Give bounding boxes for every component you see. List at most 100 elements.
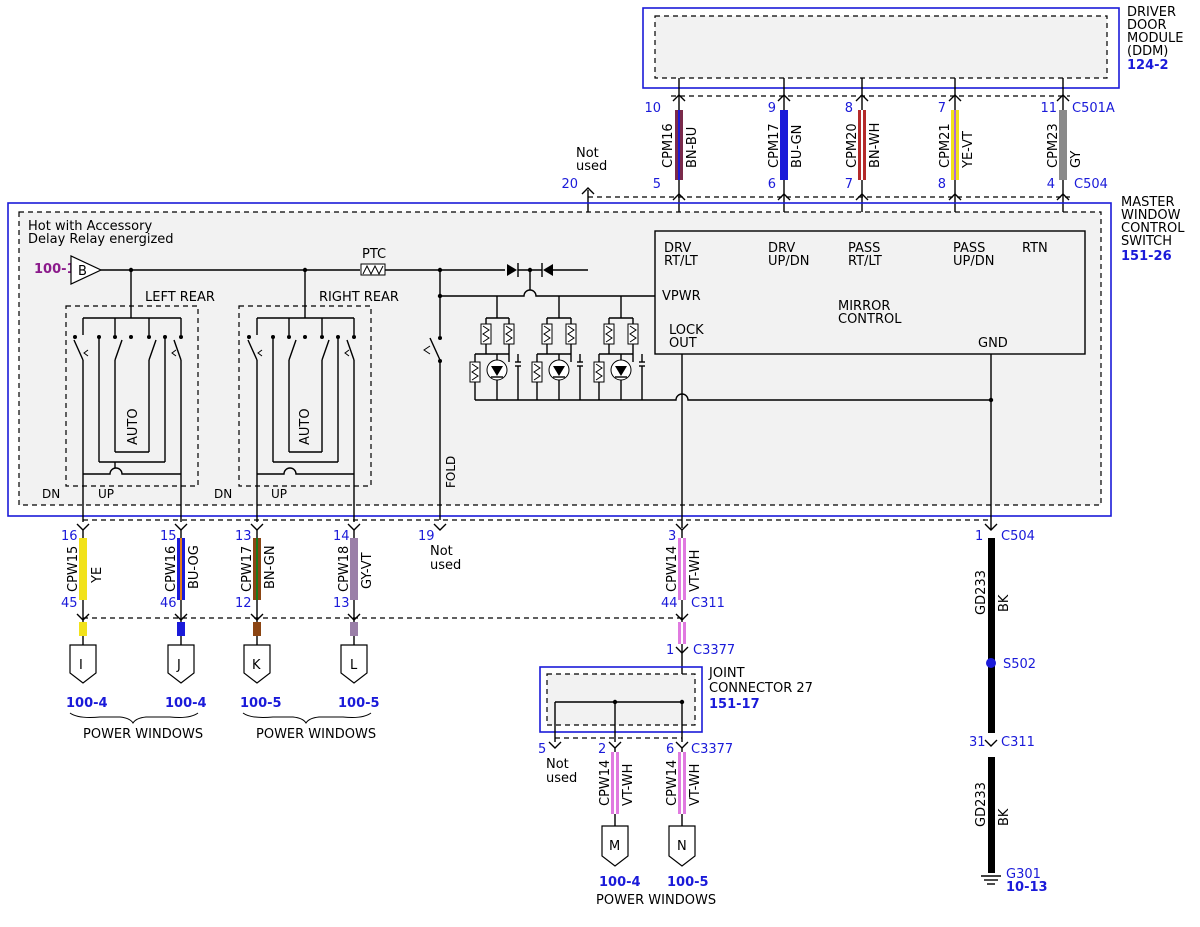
wire-cpw15: 16 45 CPW15 YE I 100-4 <box>61 529 108 711</box>
svg-text:45: 45 <box>61 596 78 611</box>
svg-text:PASS: PASS <box>953 241 985 256</box>
power-windows-brace-left: POWER WINDOWS <box>69 712 203 742</box>
svg-text:8: 8 <box>938 177 946 192</box>
svg-text:7: 7 <box>845 177 853 192</box>
svg-text:CPM20: CPM20 <box>845 123 860 168</box>
svg-text:I: I <box>79 658 83 673</box>
svg-text:CPW14: CPW14 <box>665 760 680 806</box>
svg-text:15: 15 <box>160 529 177 544</box>
svg-text:14: 14 <box>333 529 350 544</box>
svg-text:2: 2 <box>598 742 606 757</box>
svg-text:GY-VT: GY-VT <box>360 552 375 589</box>
svg-text:GND: GND <box>978 336 1008 351</box>
svg-text:CONTROL: CONTROL <box>838 312 902 327</box>
mirror-control-box: DRV RT/LT DRV UP/DN PASS RT/LT PASS UP/D… <box>654 230 1086 528</box>
svg-text:GD233: GD233 <box>974 570 989 615</box>
wire-cpw14-lock: 3 44 C311 CPW14 VT-WH 1 C3377 <box>661 529 735 700</box>
svg-text:4: 4 <box>1047 177 1055 192</box>
svg-text:CPW15: CPW15 <box>66 546 81 592</box>
svg-text:WINDOW: WINDOW <box>1121 208 1181 223</box>
svg-text:LEFT REAR: LEFT REAR <box>145 290 215 305</box>
svg-text:AUTO: AUTO <box>126 408 141 445</box>
svg-text:100-1: 100-1 <box>34 262 76 277</box>
not-used-20: 20 Not used <box>561 146 607 268</box>
svg-text:BN-GN: BN-GN <box>263 545 278 589</box>
svg-text:CONTROL: CONTROL <box>1121 221 1185 236</box>
mwcs-title: MASTER WINDOW CONTROL SWITCH 151-26 <box>1121 195 1185 264</box>
svg-text:MODULE: MODULE <box>1127 31 1183 46</box>
ddm-outer-box <box>642 7 1120 89</box>
svg-text:BU-GN: BU-GN <box>790 125 805 168</box>
wire-cpw14-n: 6 C3377 CPW14 VT-WH N 100-5 <box>665 742 733 890</box>
svg-text:RT/LT: RT/LT <box>664 254 698 269</box>
svg-text:CPW14: CPW14 <box>598 760 613 806</box>
svg-text:CONNECTOR 27: CONNECTOR 27 <box>709 681 813 696</box>
svg-text:31: 31 <box>969 735 986 750</box>
svg-text:44: 44 <box>661 596 678 611</box>
svg-text:(DDM): (DDM) <box>1127 44 1168 59</box>
mwcs-inner-box <box>18 211 1102 506</box>
svg-text:20: 20 <box>561 177 578 192</box>
svg-text:1: 1 <box>666 643 674 658</box>
wire-cpw18: 14 13 CPW18 GY-VT L 100-5 <box>333 529 380 711</box>
svg-text:BK: BK <box>997 808 1012 826</box>
svg-text:M: M <box>609 839 620 854</box>
svg-text:100-4: 100-4 <box>66 696 108 711</box>
ground-circuit: 1 C504 GD233 BK S502 31 C311 GD233 BK G3… <box>969 400 1048 895</box>
not-used-19: 19 Not used <box>418 529 461 573</box>
hot-label-2: Delay Relay energized <box>28 232 174 247</box>
svg-text:Not: Not <box>546 757 569 772</box>
mwcs-outer-box <box>7 202 1112 517</box>
ddm-wire-cpm16: 10 5 CPM16 BN-BU <box>644 78 700 230</box>
svg-text:VT-WH: VT-WH <box>688 550 703 592</box>
ptc-label: PTC <box>362 247 386 262</box>
svg-text:POWER WINDOWS: POWER WINDOWS <box>83 727 203 742</box>
svg-text:MIRROR: MIRROR <box>838 299 890 314</box>
mwcs-ref: 151-26 <box>1121 249 1172 264</box>
svg-text:100-5: 100-5 <box>240 696 282 711</box>
ddm-title: DRIVER DOOR MODULE (DDM) 124-2 <box>1127 5 1183 73</box>
wire-cpw14-m: 2 CPW14 VT-WH M 100-4 <box>598 742 641 890</box>
svg-text:UP/DN: UP/DN <box>768 254 809 269</box>
svg-text:B: B <box>78 264 87 279</box>
svg-text:1: 1 <box>975 529 983 544</box>
svg-text:N: N <box>677 839 687 854</box>
ddm-wire-cpm20: 8 7 CPM20 BN-WH <box>845 78 883 230</box>
svg-text:FOLD: FOLD <box>444 456 458 488</box>
fold-switch: FOLD <box>423 336 458 520</box>
svg-text:100-5: 100-5 <box>667 875 709 890</box>
svg-text:OUT: OUT <box>669 336 697 351</box>
svg-text:LOCK: LOCK <box>669 323 704 338</box>
c504-upper-label: C504 <box>1074 177 1108 192</box>
svg-text:JOINT: JOINT <box>708 666 745 681</box>
svg-text:100-5: 100-5 <box>338 696 380 711</box>
svg-text:CPM23: CPM23 <box>1046 123 1061 168</box>
svg-text:C311: C311 <box>691 596 725 611</box>
svg-text:used: used <box>576 159 607 174</box>
svg-text:CPM17: CPM17 <box>767 123 782 168</box>
svg-text:BU-OG: BU-OG <box>187 545 202 589</box>
svg-text:K: K <box>252 658 261 673</box>
wire-cpw16: 15 46 CPW16 BU-OG J 100-4 <box>160 529 207 711</box>
svg-text:46: 46 <box>160 596 177 611</box>
svg-text:CPW18: CPW18 <box>337 546 352 592</box>
mwcs-bottom-chevrons <box>76 523 998 531</box>
svg-text:Not: Not <box>576 146 599 161</box>
svg-text:DRV: DRV <box>768 241 795 256</box>
svg-text:VT-WH: VT-WH <box>688 764 703 806</box>
svg-text:used: used <box>546 771 577 786</box>
svg-text:VPWR: VPWR <box>662 289 701 304</box>
svg-text:10: 10 <box>644 101 661 116</box>
svg-text:16: 16 <box>61 529 78 544</box>
svg-text:VT-WH: VT-WH <box>621 764 636 806</box>
svg-text:7: 7 <box>938 101 946 116</box>
svg-text:SWITCH: SWITCH <box>1121 234 1172 249</box>
svg-text:13: 13 <box>235 529 252 544</box>
svg-text:RTN: RTN <box>1022 241 1048 256</box>
svg-text:GY: GY <box>1069 151 1084 168</box>
svg-text:BN-WH: BN-WH <box>868 123 883 168</box>
svg-text:C311: C311 <box>1001 735 1035 750</box>
svg-text:RIGHT REAR: RIGHT REAR <box>319 290 399 305</box>
svg-text:8: 8 <box>845 101 853 116</box>
